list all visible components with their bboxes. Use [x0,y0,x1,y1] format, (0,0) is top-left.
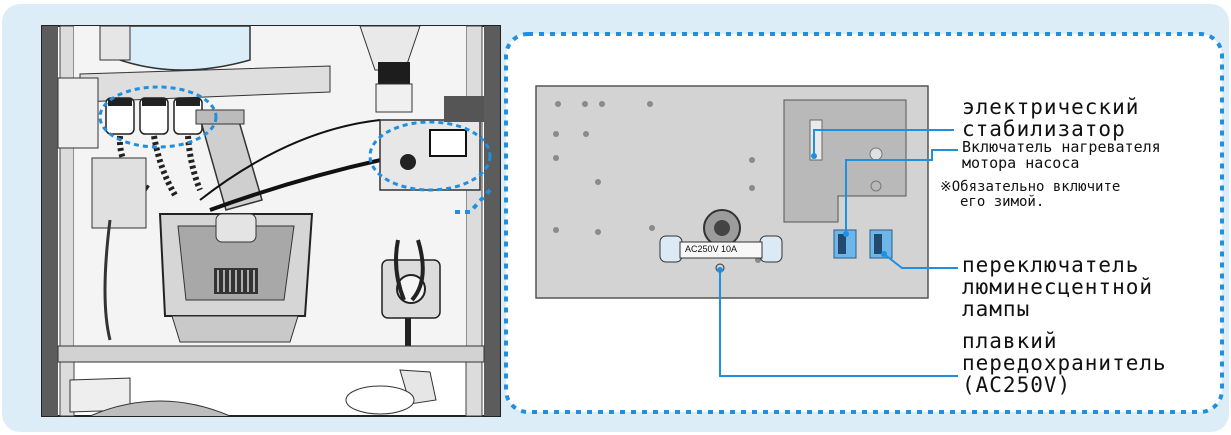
label-lamp-switch-line2: люминесцентной [962,275,1154,300]
label-fuse-line1: плавкий [962,329,1058,353]
zoom-connector [455,188,492,214]
label-heater-switch-line2: мотора насоса [962,153,1080,172]
label-stabilizer-line2: стабилизатор [962,117,1126,142]
label-heater-switch-line1: Включатель нагревателя [962,138,1161,156]
label-lamp-switch-line1: переключатель [962,253,1140,277]
label-winter-note-line2: его зимой. [960,193,1045,210]
fuse-marking: AC250V 10A [685,244,738,254]
label-winter-note-line1: ※Обязательно включите [940,179,1121,195]
control-panel [535,85,929,299]
label-fuse-line3: (AC250V) [962,373,1072,398]
leader-lines [719,129,958,377]
label-fuse: плавкий передохранитель (AC250V) [962,330,1167,396]
label-stabilizer: электрический стабилизатор [962,96,1139,140]
label-stabilizer-line1: электрический [962,95,1140,119]
label-winter-note: ※Обязательно включите его зимой. [940,180,1120,209]
label-lamp-switch-line3: лампы [962,297,1031,322]
control-box-callout [368,120,492,192]
label-lamp-switch: переключатель люминесцентной лампы [962,254,1153,320]
label-heater-switch: Включатель нагревателя мотора насоса [962,138,1161,172]
machine-interior [41,25,501,417]
label-fuse-line2: передохранитель [962,351,1167,376]
fuse-body [679,241,763,259]
cups-callout [98,85,218,149]
